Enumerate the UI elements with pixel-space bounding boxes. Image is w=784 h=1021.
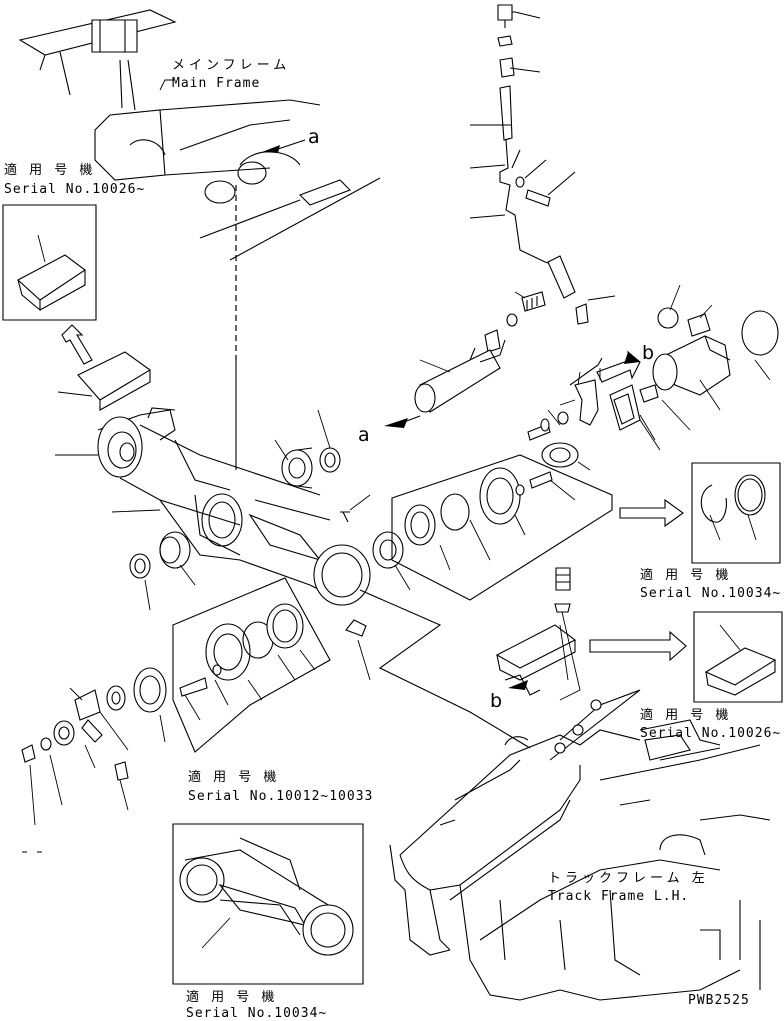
- serial-note-3-jp: 適 用 号 機: [640, 708, 733, 723]
- view-letter-a-center: a: [358, 424, 370, 446]
- main-frame-label-en: Main Frame: [172, 76, 261, 91]
- serial-note-4-en: Serial No.10012~10033: [188, 789, 374, 804]
- main-frame-label-jp: メインフレーム: [172, 58, 291, 73]
- track-frame-label-jp: トラックフレーム 左: [548, 871, 709, 886]
- serial-note-2-jp: 適 用 号 機: [640, 568, 733, 583]
- grease-line: [470, 5, 615, 324]
- main-frame-drawing: [20, 10, 380, 260]
- serial-note-1-jp: 適 用 号 機: [4, 163, 97, 178]
- group-10012-10033: [173, 578, 330, 752]
- serial-note-5-jp: 適 用 号 機: [186, 990, 279, 1005]
- serial-note-3-en: Serial No.10026~: [640, 726, 782, 741]
- view-letter-a-top: a: [308, 126, 320, 148]
- view-letter-b-right: b: [642, 342, 655, 364]
- track-frame: [390, 690, 770, 1000]
- serial-note-5-en: Serial No.10034~: [186, 1006, 328, 1021]
- serial-note-2-en: Serial No.10034~: [640, 586, 782, 601]
- view-letter-b-lower: b: [490, 690, 503, 712]
- serial-note-1-en: Serial No.10026~: [4, 182, 146, 197]
- inset-box-10026-right: [694, 612, 782, 702]
- inset-box-10034-right: [692, 463, 780, 563]
- track-frame-label-en: Track Frame L.H.: [548, 889, 690, 904]
- inset-box-10034-bottom: [173, 824, 363, 984]
- equalizer-bar: [98, 408, 370, 605]
- inset-box-10026-left: [3, 205, 96, 320]
- serial-note-4-jp: 適 用 号 機: [188, 770, 281, 785]
- drawing-code: PWB2525: [688, 993, 750, 1008]
